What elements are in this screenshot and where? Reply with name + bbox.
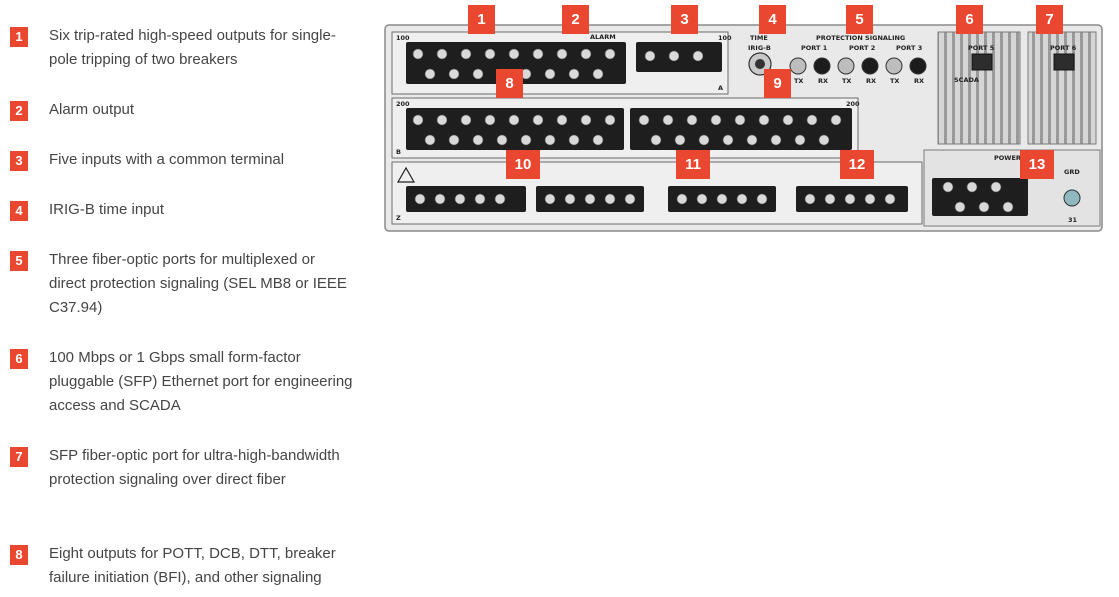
board-200-label: 200	[396, 100, 410, 108]
board-z-label: Z	[396, 214, 401, 222]
callout-13: 13	[1020, 150, 1054, 179]
feature-item: 1 Six trip-rated high-speed outputs for …	[0, 24, 370, 74]
feature-description: Six trip-rated high-speed outputs for si…	[49, 27, 336, 68]
irig-label: IRIG-B	[748, 44, 771, 52]
port2-tx-label: TX	[842, 77, 852, 85]
feature-description: 100 Mbps or 1 Gbps small form-factor plu…	[49, 349, 353, 414]
power-label: POWER	[994, 154, 1021, 162]
feature-item: 5 Three fiber-optic ports for multiplexe…	[0, 248, 370, 322]
feature-item: 6 100 Mbps or 1 Gbps small form-factor p…	[0, 346, 370, 420]
feature-number-badge: 7	[10, 447, 28, 467]
callout-5: 5	[846, 5, 873, 34]
rear-panel-illustration	[384, 24, 1103, 232]
port3-tx-label: TX	[890, 77, 900, 85]
board-200-label-right: 200	[846, 100, 860, 108]
callout-6: 6	[956, 5, 983, 34]
port2-label: PORT 2	[849, 44, 876, 52]
board-100-label: 100	[396, 34, 410, 42]
feature-item: 7 SFP fiber-optic port for ultra-high-ba…	[0, 444, 370, 518]
board-100-label-right: 100	[718, 34, 732, 42]
port1-rx-label: RX	[818, 77, 829, 85]
feature-description: Five inputs with a common terminal	[49, 151, 285, 168]
callout-3: 3	[671, 5, 698, 34]
feature-list: 1 Six trip-rated high-speed outputs for …	[0, 0, 370, 597]
feature-item: 4 IRIG-B time input	[0, 198, 370, 224]
port2-rx-label: RX	[866, 77, 877, 85]
feature-item: 8 Eight outputs for POTT, DCB, DTT, brea…	[0, 542, 370, 592]
feature-number-badge: 6	[10, 349, 28, 369]
board-a-label: A	[718, 84, 724, 92]
feature-number-badge: 1	[10, 27, 28, 47]
feature-number-badge: 4	[10, 201, 28, 221]
scada-label: SCADA	[954, 76, 979, 84]
callout-11: 11	[676, 150, 710, 179]
feature-number-badge: 5	[10, 251, 28, 271]
alarm-label: ALARM	[590, 33, 616, 41]
callout-1: 1	[468, 5, 495, 34]
port6-label: PORT 6	[1050, 44, 1077, 52]
callout-10: 10	[506, 150, 540, 179]
port3-label: PORT 3	[896, 44, 923, 52]
feature-description: Three fiber-optic ports for multiplexed …	[49, 251, 347, 316]
grd-label: GRD	[1064, 168, 1080, 176]
protection-signaling-label: PROTECTION SIGNALING	[816, 34, 906, 42]
feature-number-badge: 8	[10, 545, 28, 565]
board-b-label: B	[396, 148, 401, 156]
feature-description: SFP fiber-optic port for ultra-high-band…	[49, 447, 340, 488]
callout-2: 2	[562, 5, 589, 34]
terminal-31-label: 31	[1068, 216, 1078, 224]
feature-number-badge: 2	[10, 101, 28, 121]
feature-description: IRIG-B time input	[49, 201, 165, 218]
feature-description: Eight outputs for POTT, DCB, DTT, breake…	[49, 545, 336, 586]
port3-rx-label: RX	[914, 77, 925, 85]
callout-7: 7	[1036, 5, 1063, 34]
relay-rear-panel: 100 100 200 200 Z A B ALARM TIME IRIG-B …	[384, 5, 1103, 232]
port1-label: PORT 1	[801, 44, 828, 52]
feature-item: 2 Alarm output	[0, 98, 370, 124]
feature-item: 3 Five inputs with a common terminal	[0, 148, 370, 174]
feature-description: Alarm output	[49, 101, 135, 118]
feature-number-badge: 3	[10, 151, 28, 171]
port1-tx-label: TX	[794, 77, 804, 85]
callout-12: 12	[840, 150, 874, 179]
time-label: TIME	[750, 34, 768, 42]
callout-4: 4	[759, 5, 786, 34]
callout-9: 9	[764, 69, 791, 98]
callout-8: 8	[496, 69, 523, 98]
port5-label: PORT 5	[968, 44, 995, 52]
